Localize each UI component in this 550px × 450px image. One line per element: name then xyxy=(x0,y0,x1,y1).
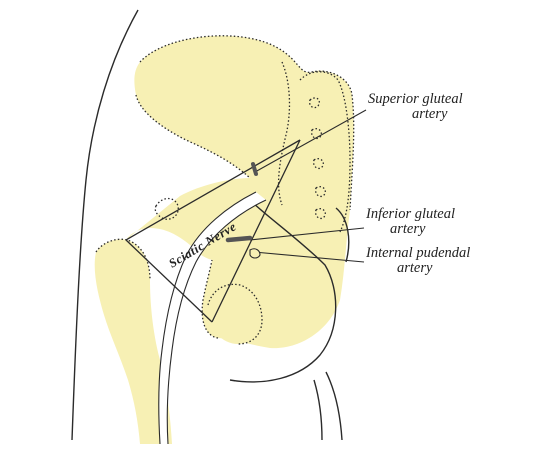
label-superior-gluteal-artery: Superior gluteal artery xyxy=(368,92,463,122)
sciatic-nerve-edge-inner xyxy=(166,199,267,445)
posterior-iliac-spine xyxy=(305,70,333,96)
superior-gluteal-mark xyxy=(251,162,258,176)
dotted-outlines xyxy=(95,35,355,345)
label-line: Inferior gluteal xyxy=(366,206,456,222)
label-inferior-gluteal-artery: Inferior gluteal artery xyxy=(366,207,455,237)
artery-marks xyxy=(225,162,261,259)
label-line: Internal pudendal xyxy=(366,245,471,261)
label-internal-pudendal-artery: Internal pudendal artery xyxy=(366,246,470,276)
label-line: artery xyxy=(412,106,448,122)
ilium-bone xyxy=(126,35,354,349)
sacrum xyxy=(300,71,350,246)
femur-shaft xyxy=(94,239,172,444)
sciatic-nerve-edge xyxy=(158,191,257,445)
label-line: Superior gluteal xyxy=(368,91,463,107)
label-line: artery xyxy=(390,221,426,237)
leader-lines xyxy=(249,109,367,263)
label-line: artery xyxy=(397,260,433,276)
ischium xyxy=(208,284,262,344)
surface-triangle xyxy=(125,139,301,323)
internal-pudendal-mark xyxy=(249,248,261,259)
body-contours xyxy=(71,9,350,441)
inferior-gluteal-mark xyxy=(225,235,253,243)
